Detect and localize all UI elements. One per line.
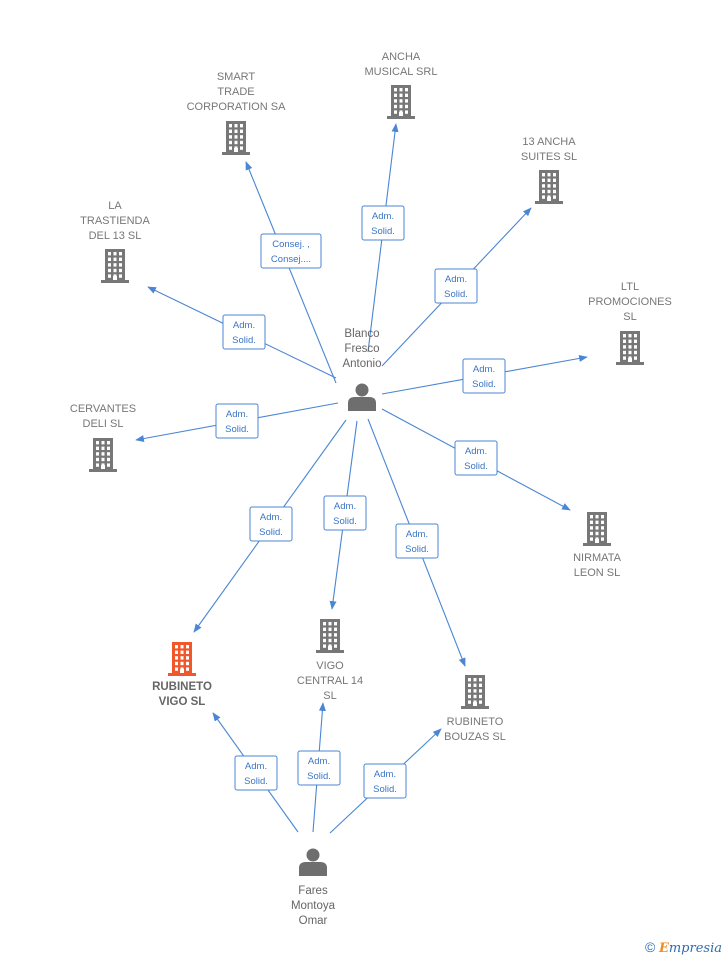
relation-text: Solid.: [472, 379, 496, 390]
building-icon-ltl-promociones[interactable]: [616, 331, 644, 365]
building-icon-13-ancha-suites[interactable]: [535, 170, 563, 204]
company-label-smart-trade-line: TRADE: [217, 86, 254, 98]
company-label-13-ancha-suites-line: SUITES SL: [521, 151, 577, 163]
building-icon-ancha-musical[interactable]: [387, 85, 415, 119]
relation-label-rubineto-bouzas[interactable]: Adm. Solid.: [363, 763, 407, 799]
company-label-nirmata-leon-line: NIRMATA: [573, 552, 622, 564]
person-label-blanco-fresco-line: Fresco: [344, 343, 379, 355]
person-label-fares-montoya-line: Omar: [299, 915, 328, 927]
relation-text: Solid.: [259, 527, 283, 538]
relation-text: Adm.: [260, 512, 282, 523]
person-label-fares-montoya-line: Fares: [298, 885, 328, 897]
company-label-ltl-promociones-line: PROMOCIONES: [588, 296, 672, 308]
relation-text: Adm.: [473, 364, 495, 375]
relation-label-rubineto-vigo[interactable]: Adm. Solid.: [249, 506, 293, 542]
relation-labels-layer: Consej. ,Consej....Adm.Solid.Adm.Solid.A…: [70, 51, 672, 927]
company-label-cervantes-deli-line: DELI SL: [83, 418, 124, 430]
company-label-rubineto-bouzas-line: RUBINETO: [447, 716, 504, 728]
relation-label-vigo-central-14[interactable]: Adm. Solid.: [297, 750, 341, 786]
building-icon-rubineto-vigo[interactable]: [168, 642, 196, 676]
relation-text: Adm.: [226, 409, 248, 420]
company-label-la-trastienda-line: LA: [108, 200, 122, 212]
building-icon-la-trastienda[interactable]: [101, 249, 129, 283]
empresia-watermark[interactable]: © Empresia: [645, 939, 722, 956]
relation-text: Solid.: [333, 516, 357, 527]
company-label-ancha-musical-line: MUSICAL SRL: [365, 66, 438, 78]
company-label-smart-trade-line: SMART: [217, 71, 256, 83]
brand-name: mpresia: [668, 941, 722, 956]
company-label-rubineto-vigo-line: RUBINETO: [152, 681, 212, 693]
company-label-vigo-central-14-line: CENTRAL 14: [297, 675, 363, 687]
relation-text: Adm.: [406, 529, 428, 540]
relation-text: Solid.: [464, 461, 488, 472]
relation-label-ancha-musical[interactable]: Adm. Solid.: [361, 205, 405, 241]
relation-label-ltl-promociones[interactable]: Adm. Solid.: [462, 358, 506, 394]
relation-text: Adm.: [233, 320, 255, 331]
relation-text: Solid.: [244, 776, 268, 787]
relation-text: Adm.: [445, 274, 467, 285]
relation-text: Adm.: [308, 756, 330, 767]
relation-label-la-trastienda[interactable]: Adm. Solid.: [222, 314, 266, 350]
person-label-fares-montoya-line: Montoya: [291, 900, 336, 912]
company-label-13-ancha-suites-line: 13 ANCHA: [522, 136, 576, 148]
relation-text: Solid.: [232, 335, 256, 346]
relation-text: Consej....: [271, 254, 311, 265]
relation-label-smart-trade[interactable]: Consej. , Consej....: [260, 233, 322, 269]
person-icon-fares-montoya[interactable]: [299, 848, 327, 877]
company-label-ltl-promociones-line: SL: [623, 311, 636, 323]
company-label-rubineto-vigo-line: VIGO SL: [159, 696, 206, 708]
building-icon-nirmata-leon[interactable]: [583, 512, 611, 546]
relation-text: Adm.: [465, 446, 487, 457]
company-label-cervantes-deli-line: CERVANTES: [70, 403, 136, 415]
relation-text: Solid.: [405, 544, 429, 555]
relation-text: Solid.: [225, 424, 249, 435]
company-label-rubineto-bouzas-line: BOUZAS SL: [444, 731, 506, 743]
company-label-la-trastienda-line: TRASTIENDA: [80, 215, 150, 227]
relation-text: Solid.: [371, 226, 395, 237]
company-label-ancha-musical-line: ANCHA: [382, 51, 421, 63]
edge-blanco-fresco-to-smart-trade[interactable]: [245, 161, 337, 384]
relation-text: Adm.: [334, 501, 356, 512]
relation-text: Solid.: [444, 289, 468, 300]
relation-text: Adm.: [372, 211, 394, 222]
relation-text: Adm.: [374, 769, 396, 780]
person-label-blanco-fresco-line: Blanco: [344, 328, 379, 340]
company-label-la-trastienda-line: DEL 13 SL: [89, 230, 142, 242]
relation-label-cervantes-deli[interactable]: Adm. Solid.: [215, 403, 259, 439]
building-icon-vigo-central-14[interactable]: [316, 619, 344, 653]
relation-label-rubineto-vigo[interactable]: Adm. Solid.: [234, 755, 278, 791]
company-label-smart-trade-line: CORPORATION SA: [187, 101, 286, 113]
company-label-vigo-central-14-line: VIGO: [316, 660, 344, 672]
copyright-icon: ©: [644, 939, 656, 955]
relation-label-rubineto-bouzas[interactable]: Adm. Solid.: [395, 523, 439, 559]
building-icon-smart-trade[interactable]: [222, 121, 250, 155]
nodes-layer: [89, 85, 644, 876]
building-icon-rubineto-bouzas[interactable]: [461, 675, 489, 709]
company-label-vigo-central-14-line: SL: [323, 690, 336, 702]
person-icon-blanco-fresco[interactable]: [348, 383, 376, 412]
relation-text: Solid.: [307, 771, 331, 782]
company-label-nirmata-leon-line: LEON SL: [574, 567, 620, 579]
relation-text: Adm.: [245, 761, 267, 772]
person-label-blanco-fresco-line: Antonio: [342, 358, 381, 370]
company-label-ltl-promociones-line: LTL: [621, 281, 639, 293]
building-icon-cervantes-deli[interactable]: [89, 438, 117, 472]
relation-text: Consej. ,: [272, 239, 310, 250]
relation-label-13-ancha-suites[interactable]: Adm. Solid.: [434, 268, 478, 304]
relation-label-nirmata-leon[interactable]: Adm. Solid.: [454, 440, 498, 476]
brand-initial: E: [658, 941, 669, 956]
relation-label-vigo-central-14[interactable]: Adm. Solid.: [323, 495, 367, 531]
relation-text: Solid.: [373, 784, 397, 795]
